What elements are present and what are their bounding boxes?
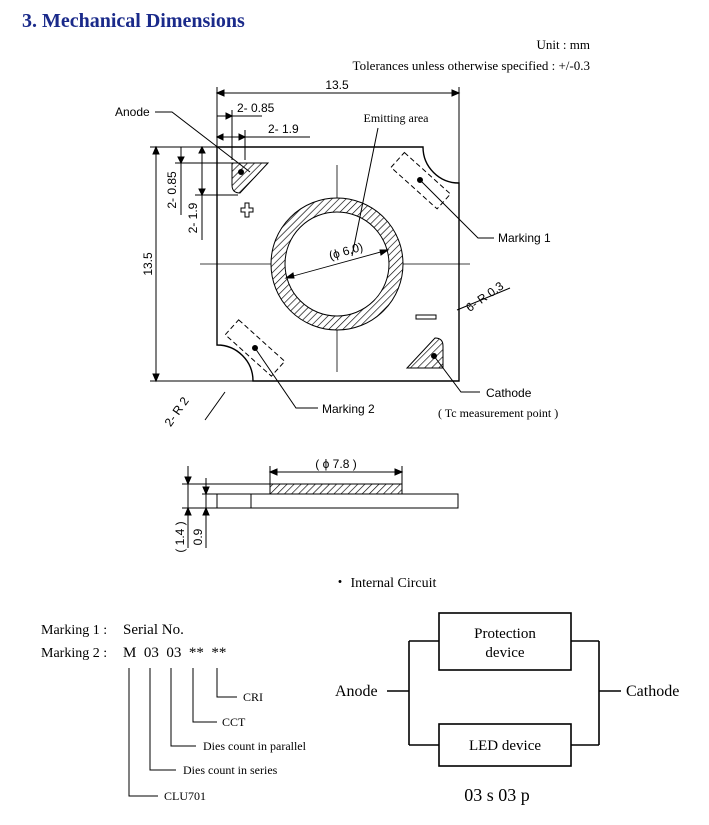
anode-label: Anode — [115, 105, 150, 119]
marking2-label: Marking 2 — [322, 402, 375, 416]
tolerance-note: Tolerances unless otherwise specified : … — [353, 58, 590, 73]
marking1-legend-label: Marking 1 : — [41, 623, 107, 638]
marking-legend-lines — [128, 668, 237, 797]
internal-circuit-title: ・ Internal Circuit — [333, 576, 437, 591]
legend-series: Dies count in series — [183, 763, 278, 777]
hole-y-dim: 2- 0.85 — [165, 171, 179, 209]
circuit-cathode-label: Cathode — [626, 683, 679, 700]
emitting-area-label: Emitting area — [364, 111, 430, 125]
resin-dome — [269, 483, 403, 495]
side-diameter-dim: ( ϕ 7.8 ) — [315, 457, 356, 471]
legend-cri: CRI — [243, 690, 263, 704]
corner-radius-dim: 2- R 2 — [162, 394, 192, 429]
circuit-config: 03 s 03 p — [464, 785, 530, 805]
unit-note: Unit : mm — [537, 37, 590, 52]
marking2-legend-label: Marking 2 : — [41, 646, 107, 661]
legend-cct: CCT — [222, 715, 246, 729]
top-view — [150, 87, 511, 421]
legend-model: CLU701 — [164, 789, 206, 803]
protection-label-2: device — [485, 645, 524, 661]
led-device-label: LED device — [469, 738, 541, 754]
edge-radius-dim: 6- R 0.3 — [463, 279, 506, 315]
substrate — [216, 493, 459, 509]
polarity-minus-mark — [415, 314, 437, 320]
total-height-dim: ( 1.4 ) — [173, 521, 187, 552]
side-view — [182, 466, 459, 548]
substrate-height-dim: 0.9 — [191, 528, 205, 545]
package-outline — [216, 146, 460, 382]
marking1-label: Marking 1 — [498, 231, 551, 245]
polarity-plus-mark — [240, 202, 254, 218]
marking1-box — [390, 151, 452, 210]
height-dim: 13.5 — [141, 252, 155, 276]
legend-parallel: Dies count in parallel — [203, 739, 307, 753]
tc-point-label: ( Tc measurement point ) — [438, 406, 558, 420]
marking1-legend-value: Serial No. — [123, 622, 184, 638]
width-dim: 13.5 — [325, 78, 349, 92]
internal-circuit — [387, 612, 621, 767]
section-heading: 3. Mechanical Dimensions — [22, 10, 245, 32]
anode-pad — [231, 162, 270, 194]
hole-x-dim: 2- 0.85 — [237, 101, 275, 115]
hole-y2-dim: 2- 1.9 — [186, 202, 200, 233]
cathode-pad — [405, 337, 444, 369]
protection-label-1: Protection — [474, 626, 536, 642]
circuit-anode-label: Anode — [335, 683, 378, 700]
marking2-legend-value: M 03 03 ** ** — [123, 645, 226, 661]
marking2-box — [224, 319, 286, 377]
cathode-label: Cathode — [486, 386, 532, 400]
hole-x2-dim: 2- 1.9 — [268, 122, 299, 136]
